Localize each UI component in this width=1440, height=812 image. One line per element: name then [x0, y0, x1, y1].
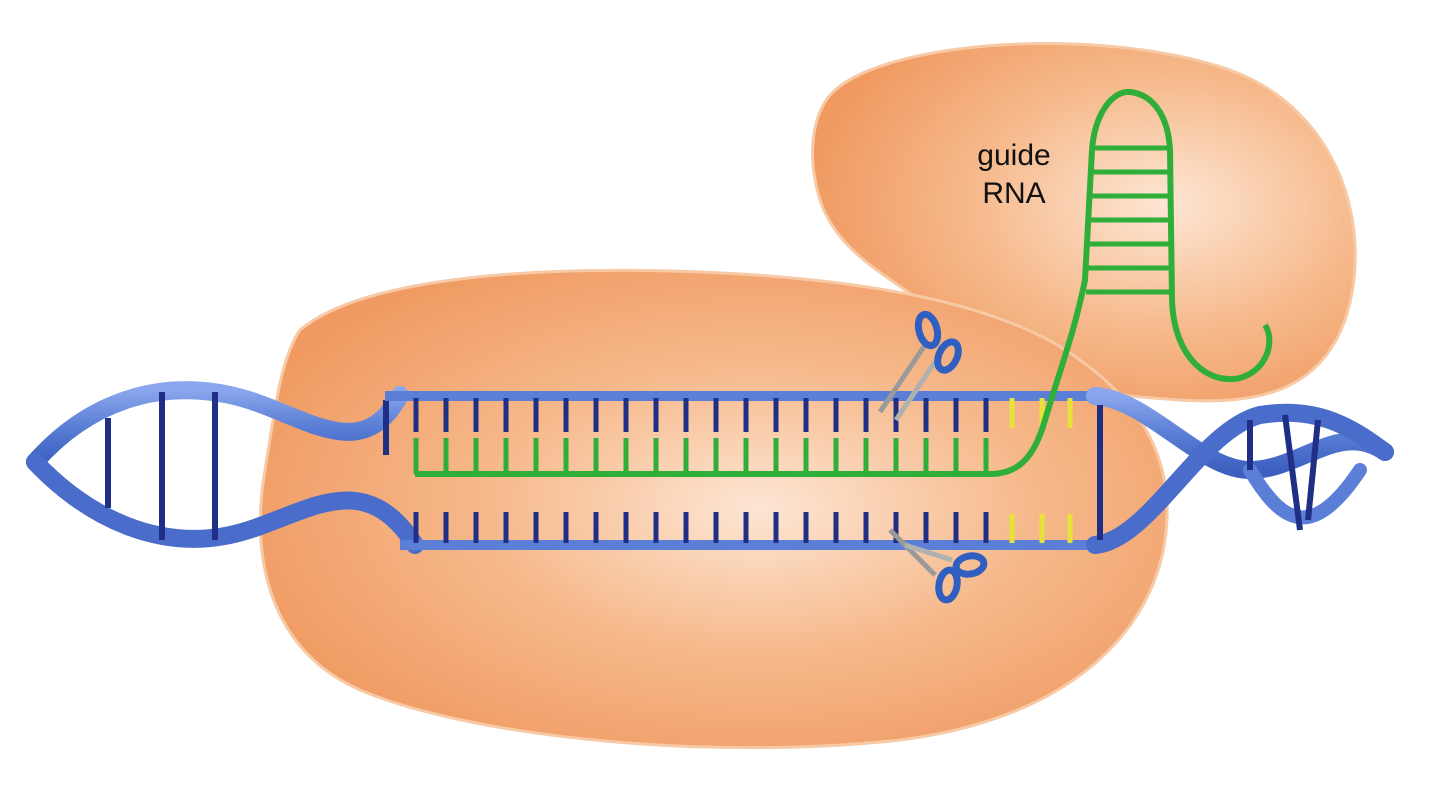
guide-label-line1: guide	[977, 139, 1051, 172]
dna-unwound-region	[385, 391, 1095, 550]
scissors-icon-top	[877, 310, 962, 422]
guide-rna-label: guide RNA	[944, 137, 1084, 213]
guide-rna-strand	[413, 88, 1273, 477]
bottom-strand-pam	[1009, 514, 1073, 543]
guide-label-line2: RNA	[982, 177, 1046, 210]
scissors-icon-bottom	[888, 528, 988, 604]
top-strand-bases	[413, 398, 989, 432]
dna-helix-right	[1086, 387, 1394, 554]
protein-main-lobe	[259, 268, 1169, 750]
guide-rna-hairpin	[1086, 145, 1172, 295]
dna-helix-left	[26, 381, 424, 554]
